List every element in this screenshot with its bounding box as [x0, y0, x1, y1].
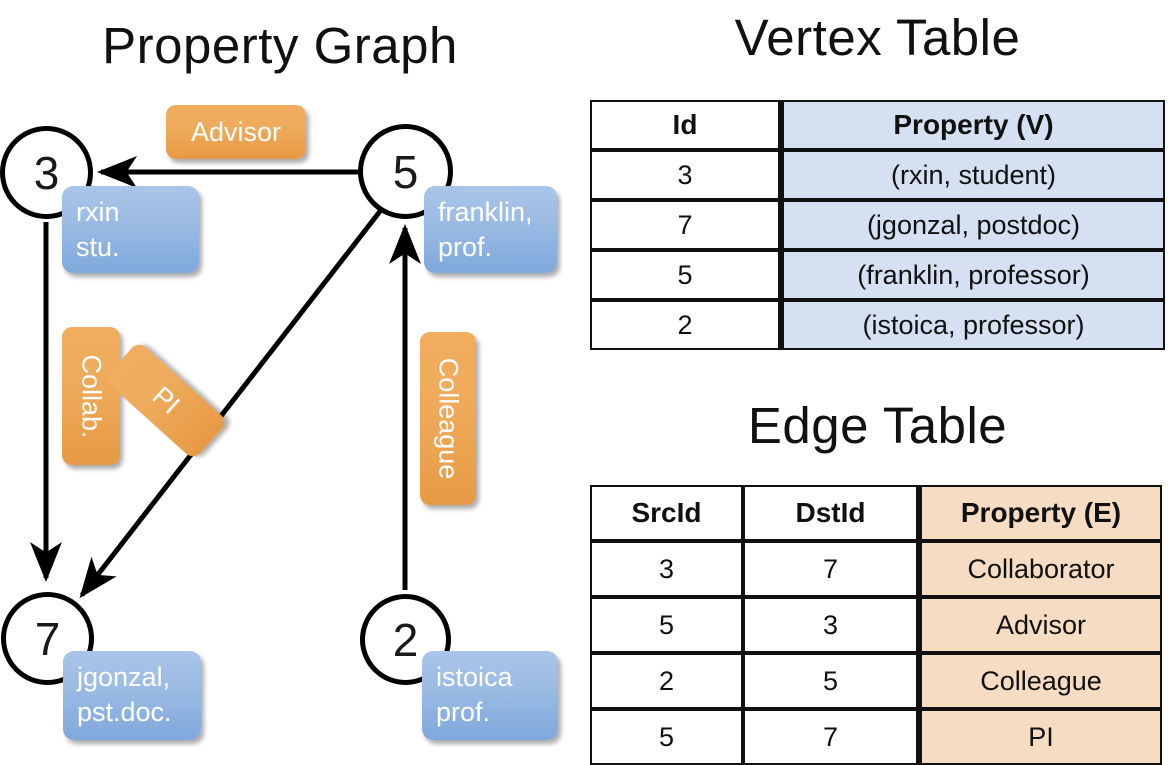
vertex-row-id: 3 — [590, 150, 780, 200]
vertex-box-rxin[interactable]: rxin stu. — [62, 186, 199, 273]
vertex-box-istoica[interactable]: istoica prof. — [422, 651, 558, 740]
vertex-box-jgonzal[interactable]: jgonzal, pst.doc. — [63, 651, 201, 740]
page-title-edge-table: Edge Table — [747, 397, 1008, 454]
page-title-vertex-table: Vertex Table — [734, 9, 1021, 66]
vertex-table: Id Property (V) 3 (rxin, student) 7 (jgo… — [590, 100, 1165, 350]
edge-table-header-srcid: SrcId — [590, 485, 743, 541]
edge-row-srcid: 3 — [590, 541, 743, 597]
edge-row-srcid: 5 — [590, 597, 743, 653]
vertex-row-id: 7 — [590, 200, 780, 250]
vertex-table-header-id: Id — [590, 100, 780, 150]
edge-row-dstid: 3 — [743, 597, 918, 653]
edge-row-property: Colleague — [918, 653, 1162, 709]
table-row: 5 3 Advisor — [590, 597, 1162, 653]
edge-row-property: Advisor — [918, 597, 1162, 653]
vertex-table-header-row: Id Property (V) — [590, 100, 1165, 150]
edge-table: SrcId DstId Property (E) 3 7 Collaborato… — [590, 485, 1162, 765]
vertex-box-jgonzal-line2: pst.doc. — [77, 696, 172, 727]
table-row: 3 7 Collaborator — [590, 541, 1162, 597]
vertex-row-property: (jgonzal, postdoc) — [780, 200, 1165, 250]
edge-table-header-property: Property (E) — [918, 485, 1162, 541]
vertex-box-franklin-line2: prof. — [438, 231, 493, 262]
vertex-box-jgonzal-line1: jgonzal, — [77, 662, 171, 692]
edge-box-advisor-label: Advisor — [190, 116, 282, 147]
table-row: 7 (jgonzal, postdoc) — [590, 200, 1165, 250]
table-row: 2 (istoica, professor) — [590, 300, 1165, 350]
vertex-box-rxin-line1: rxin — [76, 197, 120, 227]
edge-row-dstid: 7 — [743, 709, 918, 765]
edge-box-advisor[interactable]: Advisor — [166, 105, 306, 159]
edge-row-property: PI — [918, 709, 1162, 765]
edge-box-pi-label: PI — [146, 380, 186, 420]
vertex-table-header-property: Property (V) — [780, 100, 1165, 150]
edge-row-dstid: 7 — [743, 541, 918, 597]
property-graph-panel: Property Graph 3 5 7 2 — [0, 0, 585, 760]
vertex-row-id: 5 — [590, 250, 780, 300]
vertex-row-property: (istoica, professor) — [780, 300, 1165, 350]
graph-edges-svg — [30, 156, 421, 599]
edge-box-collab-label: Collab. — [76, 353, 107, 439]
table-row: 3 (rxin, student) — [590, 150, 1165, 200]
vertex-box-istoica-line2: prof. — [436, 696, 491, 727]
vertex-box-rxin-line2: stu. — [76, 231, 120, 262]
edge-5-to-7 — [79, 208, 383, 599]
edge-row-property: Collaborator — [918, 541, 1162, 597]
vertex-box-franklin-line1: franklin, — [438, 197, 533, 227]
vertex-row-property: (franklin, professor) — [780, 250, 1165, 300]
graph-node-5[interactable]: 5 — [358, 124, 453, 219]
edge-box-colleague[interactable]: Colleague — [420, 332, 476, 505]
edge-table-header-dstid: DstId — [743, 485, 918, 541]
edge-table-header-row: SrcId DstId Property (E) — [590, 485, 1162, 541]
vertex-box-istoica-line1: istoica — [436, 662, 513, 692]
vertex-row-id: 2 — [590, 300, 780, 350]
graph-node-7-label: 7 — [34, 612, 61, 665]
graph-node-2-label: 2 — [392, 613, 419, 666]
table-row: 5 (franklin, professor) — [590, 250, 1165, 300]
edge-row-srcid: 2 — [590, 653, 743, 709]
graph-node-2[interactable]: 2 — [360, 594, 451, 685]
page-title-property-graph: Property Graph — [102, 17, 458, 74]
edge-box-colleague-label: Colleague — [433, 357, 464, 480]
table-row: 2 5 Colleague — [590, 653, 1162, 709]
graph-node-5-label: 5 — [392, 145, 419, 198]
vertex-row-property: (rxin, student) — [780, 150, 1165, 200]
graph-node-3-label: 3 — [33, 146, 60, 199]
vertex-box-franklin[interactable]: franklin, prof. — [424, 186, 557, 273]
table-row: 5 7 PI — [590, 709, 1162, 765]
edge-box-collab[interactable]: Collab. — [62, 327, 120, 465]
edge-row-srcid: 5 — [590, 709, 743, 765]
edge-row-dstid: 5 — [743, 653, 918, 709]
